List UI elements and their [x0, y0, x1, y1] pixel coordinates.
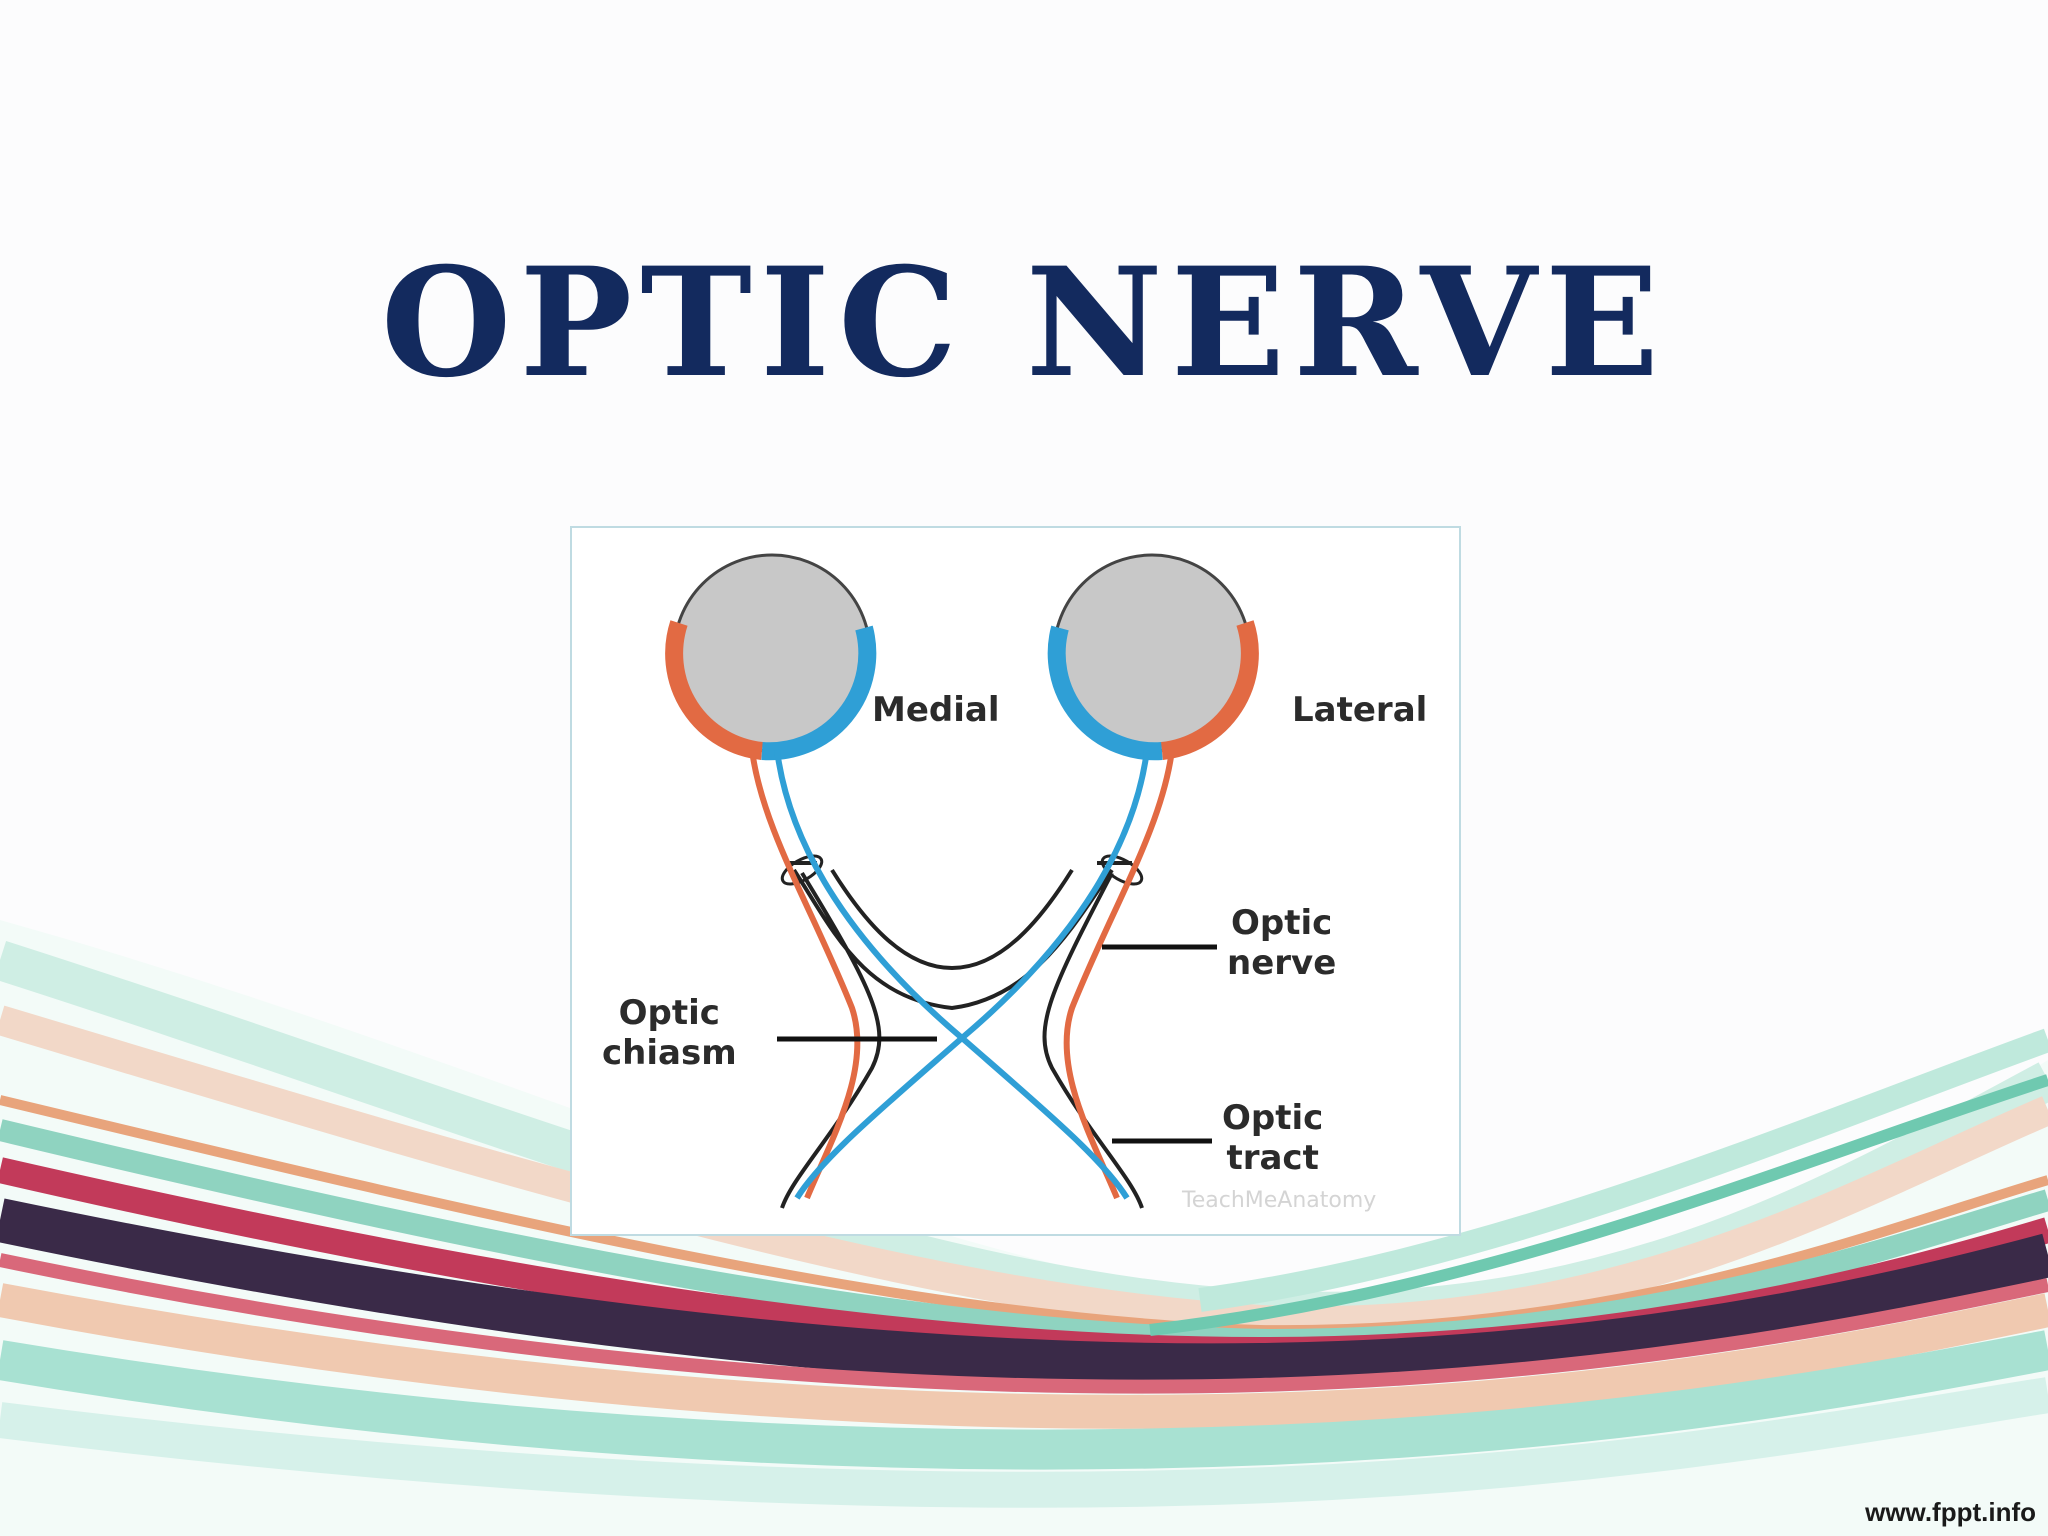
- label-optic-nerve-line1: Optic: [1230, 903, 1333, 943]
- label-optic-tract: Optic tract: [1222, 1098, 1323, 1178]
- label-medial: Medial: [872, 690, 1000, 730]
- label-optic-chiasm: Optic chiasm: [602, 993, 737, 1073]
- left-temporal-fibers: [749, 749, 861, 1200]
- left-nasal-fibers: [774, 749, 1130, 1200]
- label-optic-chiasm-line1: Optic: [618, 993, 720, 1033]
- right-nasal-fibers: [794, 749, 1150, 1200]
- diagram-artwork: [665, 553, 1259, 1209]
- optic-nerve-diagram: Medial Lateral Optic nerve Optic chiasm …: [570, 526, 1461, 1236]
- watermark: TeachMeAnatomy: [1182, 1188, 1377, 1213]
- slide-title: OPTIC NERVE: [380, 235, 1668, 411]
- chiasm-outline: [780, 861, 1144, 1209]
- label-optic-chiasm-line2: chiasm: [602, 1033, 737, 1073]
- label-optic-nerve: Optic nerve: [1227, 903, 1336, 983]
- label-lateral: Lateral: [1292, 690, 1428, 730]
- left-eyeball: [665, 553, 877, 761]
- label-optic-tract-line1: Optic: [1222, 1098, 1324, 1138]
- footer-url: www.fppt.info: [1865, 1497, 2036, 1527]
- label-optic-tract-line2: tract: [1226, 1138, 1319, 1178]
- right-temporal-fibers: [1063, 749, 1175, 1200]
- right-eyeball: [1047, 553, 1259, 761]
- label-optic-nerve-line2: nerve: [1227, 943, 1337, 983]
